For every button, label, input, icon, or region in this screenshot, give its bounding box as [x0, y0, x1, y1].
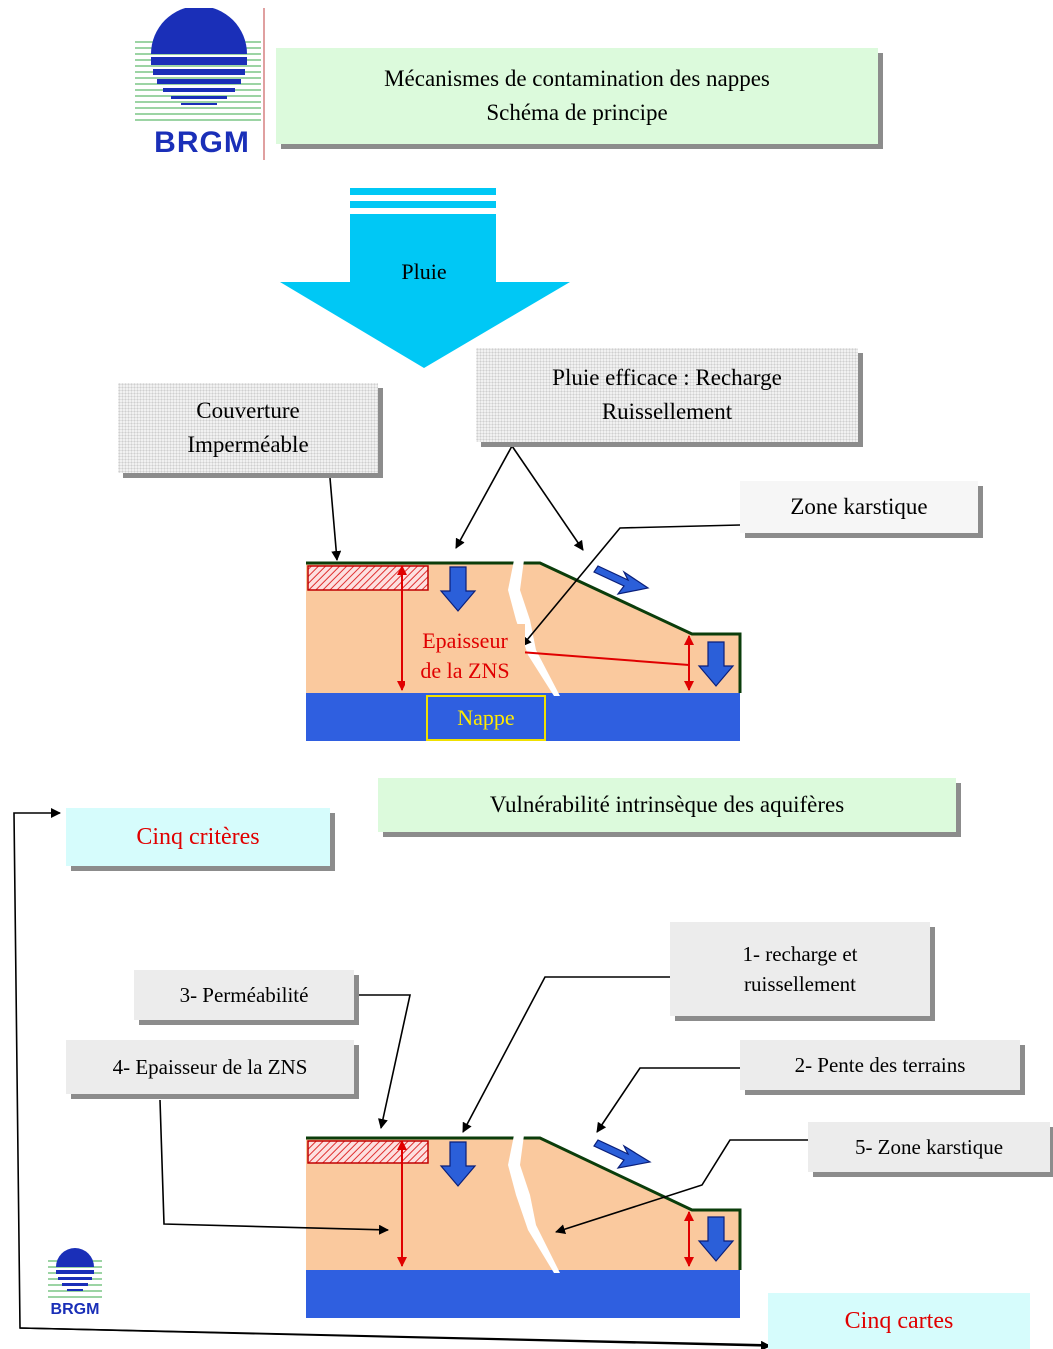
five-criteria-label: Cinq critères	[66, 808, 330, 866]
impermeable-cover	[307, 1140, 429, 1164]
impermeable-cover-line1: Couverture	[196, 398, 300, 423]
recharge-criterion-line1: 1- recharge et	[742, 942, 858, 966]
effective-rain-line1: Pluie efficace : Recharge	[552, 365, 782, 390]
page-title-line1: Mécanismes de contamination des nappes	[384, 66, 770, 91]
zns-thickness-label: Epaisseur de la ZNS	[405, 624, 525, 688]
impermeable-cover	[307, 565, 429, 591]
brgm-logo-small-graphic	[48, 1248, 102, 1298]
karst-fracture	[508, 1135, 560, 1273]
recharge-criterion: 1- recharge et ruissellement	[670, 922, 930, 1016]
callout-lines-2	[13, 808, 808, 1349]
brgm-logo-text: BRGM	[154, 126, 250, 159]
terrain-profile-2	[306, 1135, 742, 1318]
rain-arrow	[280, 188, 570, 368]
vulnerability-title: Vulnérabilité intrinsèque des aquifères	[378, 778, 956, 832]
karst-criterion: 5- Zone karstique	[808, 1122, 1050, 1172]
effective-rain-line2: Ruissellement	[601, 399, 733, 424]
effective-rain-callout: Pluie efficace : Recharge Ruissellement	[476, 348, 858, 442]
impermeable-cover-callout: Couverture Imperméable	[118, 383, 378, 473]
brgm-logo-small-text: BRGM	[50, 1301, 100, 1318]
page-title-line2: Schéma de principe	[486, 100, 668, 125]
brgm-logo-small: BRGM	[44, 1245, 106, 1323]
callout-lines-1	[329, 445, 741, 647]
zns-thickness-line1: Epaisseur	[422, 628, 508, 653]
recharge-criterion-line2: ruissellement	[744, 972, 856, 996]
brgm-logo-graphic	[135, 6, 265, 160]
permeability-criterion: 3- Perméabilité	[134, 970, 354, 1020]
aquifer-label: Nappe	[426, 695, 546, 741]
rain-label: Pluie	[401, 259, 447, 284]
impermeable-cover-line2: Imperméable	[187, 432, 309, 457]
page-title: Mécanismes de contamination des nappes S…	[276, 48, 878, 144]
karst-fracture	[508, 560, 560, 696]
runoff-arrow	[593, 565, 650, 595]
karst-zone-callout: Zone karstique	[740, 481, 978, 533]
aquifer-layer	[306, 693, 740, 741]
zns-thickness-line2: de la ZNS	[420, 658, 510, 683]
slope-criterion: 2- Pente des terrains	[740, 1040, 1020, 1090]
zns-thickness-criterion: 4- Epaisseur de la ZNS	[66, 1040, 354, 1094]
runoff-arrow	[593, 1139, 652, 1169]
brgm-logo: BRGM	[135, 6, 267, 163]
five-maps-label: Cinq cartes	[768, 1293, 1030, 1349]
aquifer-layer	[306, 1270, 740, 1318]
